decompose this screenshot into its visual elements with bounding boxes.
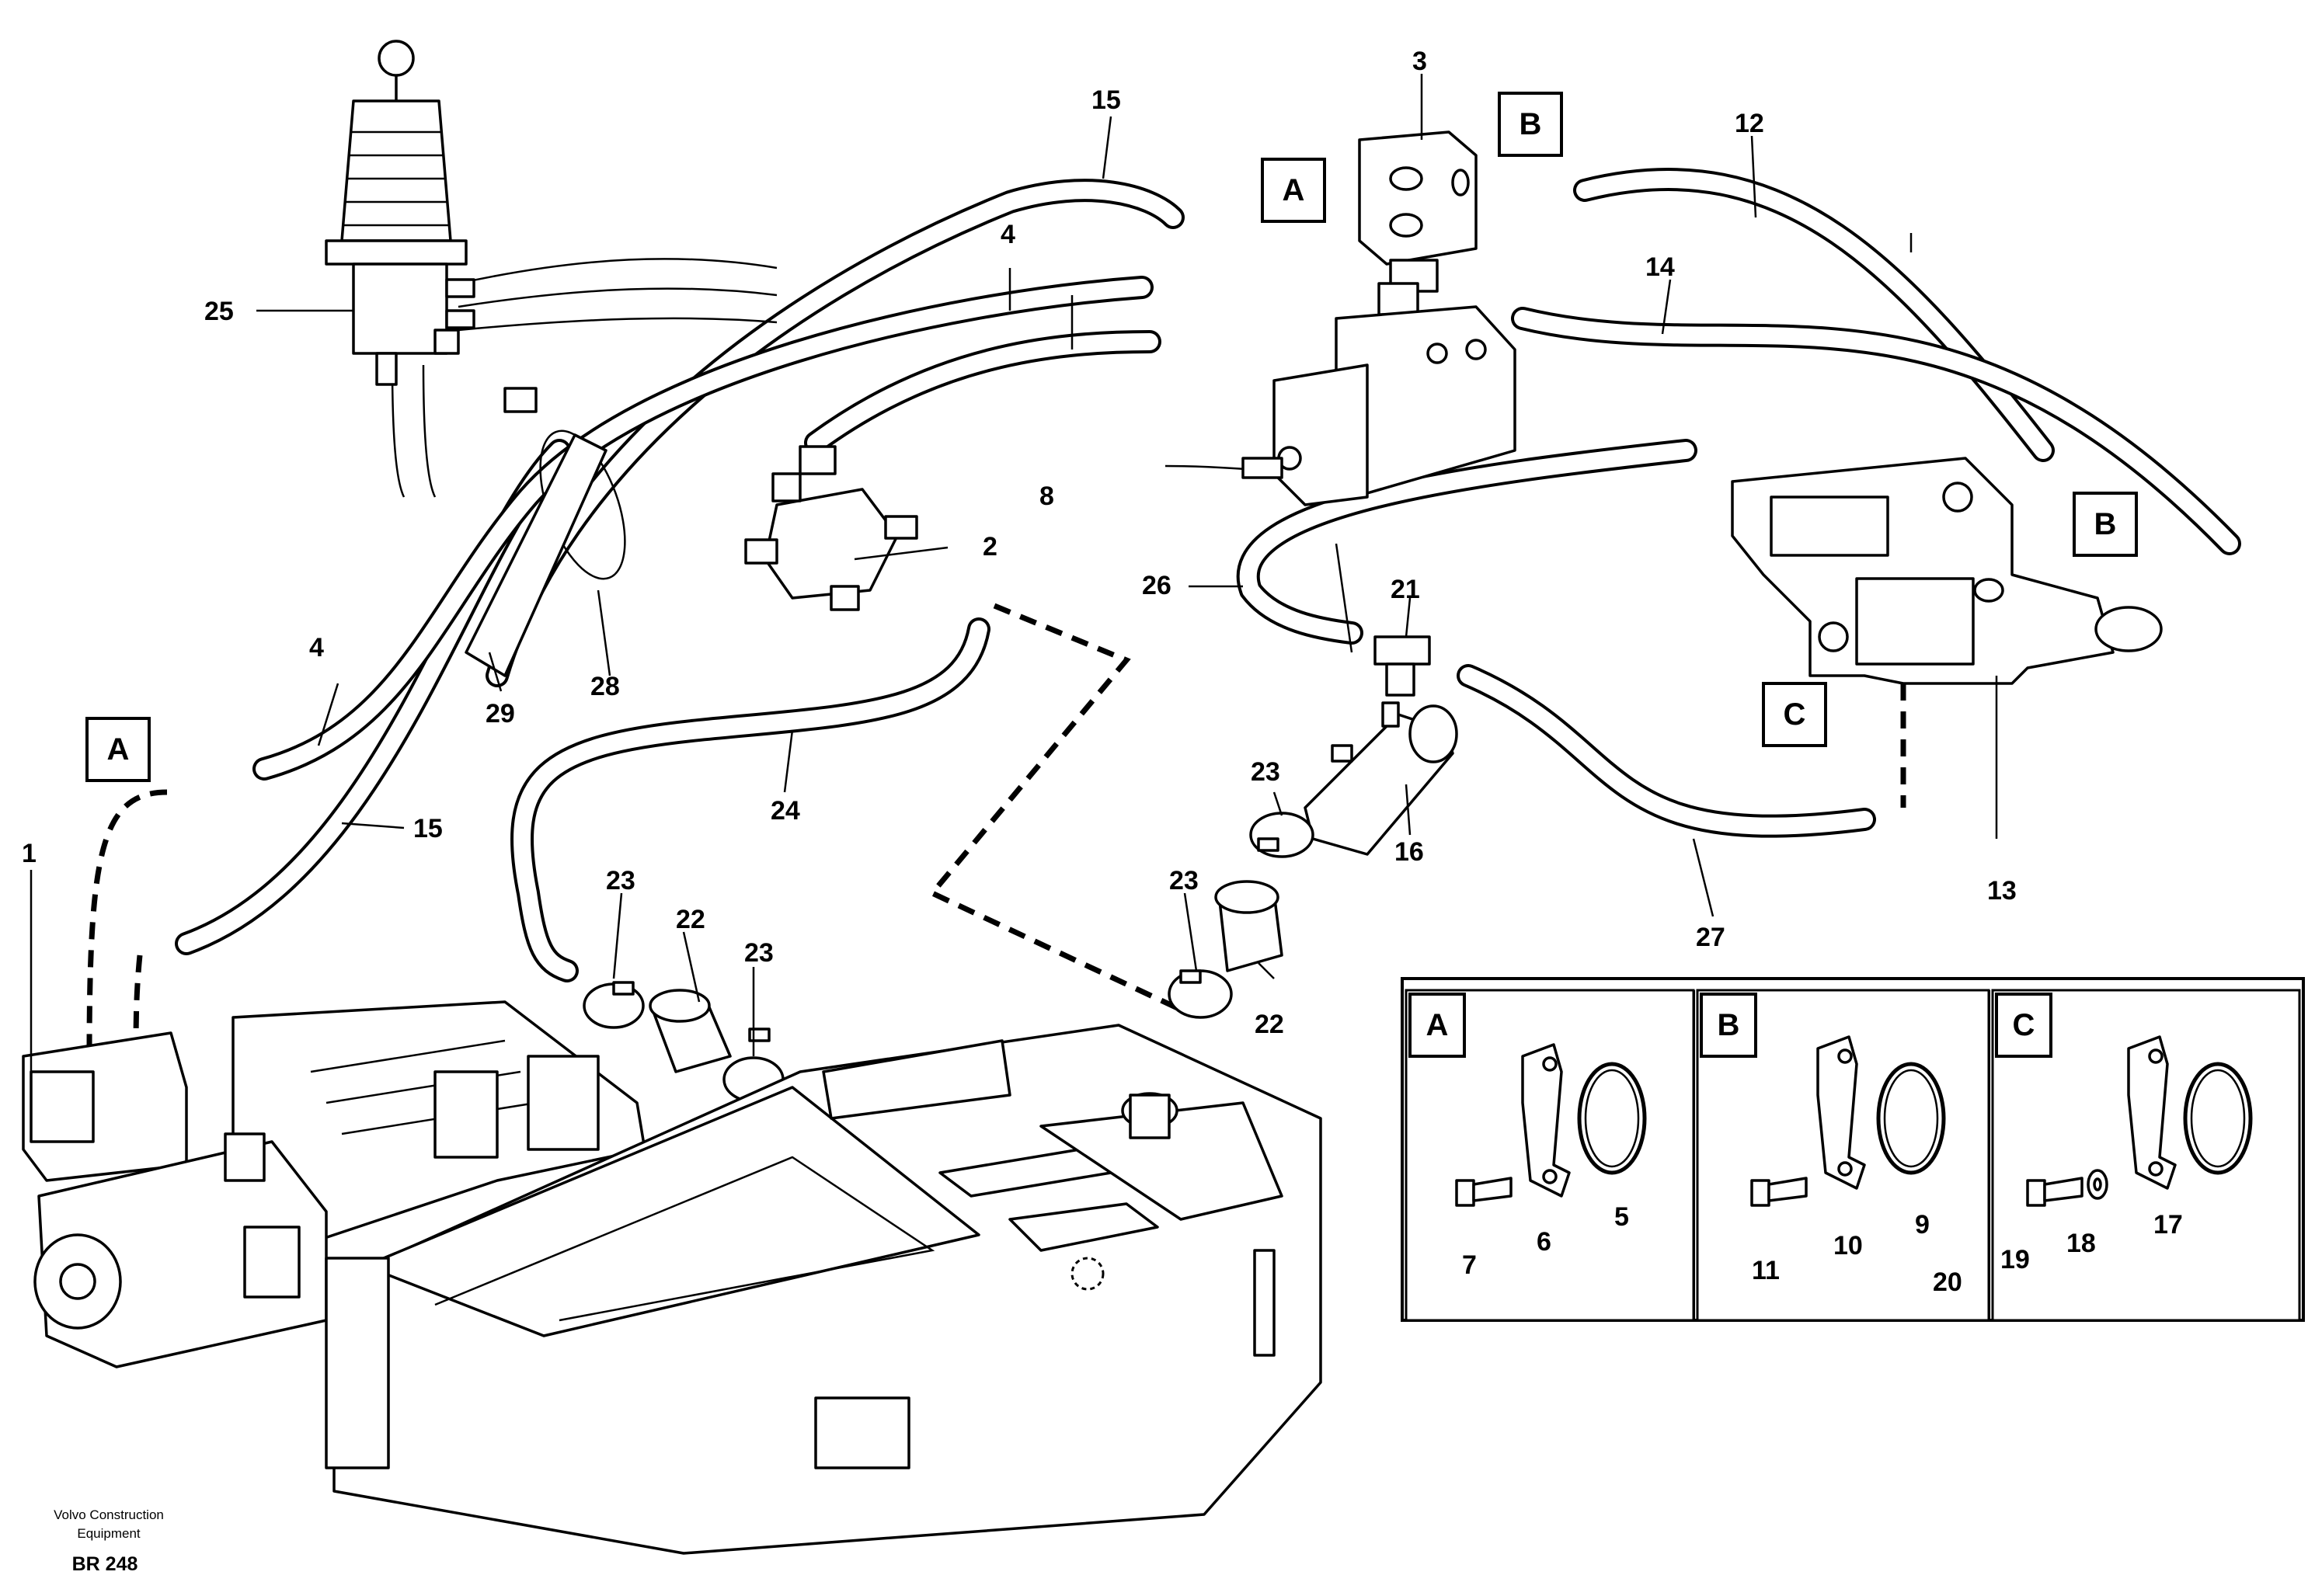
callout-18: 18 (2066, 1229, 2096, 1258)
callout-26: 26 (1142, 571, 1171, 600)
callout-24: 24 (771, 796, 800, 826)
svg-text:B: B (1520, 107, 1542, 141)
screw-20 (2026, 1177, 2084, 1207)
callout-1: 1 (22, 839, 37, 868)
hose-14 (1511, 307, 2241, 555)
callout-4-top: 4 (1001, 220, 1015, 249)
sleeve-22-left (649, 989, 732, 1073)
callout-22-right: 22 (1255, 1010, 1284, 1039)
callout-23-right: 23 (1169, 866, 1199, 895)
callout-9: 9 (1915, 1210, 1930, 1240)
company-name: Volvo Construction (54, 1507, 164, 1522)
hose-26 (1237, 439, 1697, 645)
tee-21 (1373, 635, 1431, 697)
hose-12 (1573, 168, 2055, 462)
callout-23-upper: 23 (1251, 757, 1280, 787)
panel-a-tab (1408, 993, 1466, 1058)
pipe-16 (1304, 701, 1458, 856)
panel-c-tab (1995, 993, 2052, 1058)
callout-6: 6 (1537, 1227, 1551, 1257)
callout-13: 13 (1987, 876, 2017, 906)
joystick-25 (325, 40, 475, 386)
clamp-23-right (1168, 969, 1233, 1019)
pilot-valve-3 (1358, 130, 1478, 316)
connection-marker-a-top: A (1261, 158, 1326, 223)
valve-2 (744, 445, 918, 611)
screw-11 (1750, 1177, 1808, 1207)
callout-20: 20 (1933, 1267, 1962, 1297)
callout-23-left: 23 (606, 866, 635, 895)
footer: Volvo Construction Equipment BR 248 (54, 1507, 164, 1575)
company-suffix: Equipment (77, 1526, 141, 1541)
panel-a-label: A (1426, 1008, 1449, 1042)
dashed-link-24 (928, 603, 1182, 1013)
brake-valve (1241, 305, 1516, 506)
connection-marker-a-left: A (85, 717, 151, 782)
callout-27: 27 (1696, 923, 1725, 952)
washer-19 (2087, 1169, 2108, 1200)
connection-marker-b-right: B (2073, 492, 2138, 557)
callout-19: 19 (2000, 1245, 2030, 1274)
flange-half-18 (2127, 1035, 2177, 1190)
callout-3: 3 (1412, 47, 1427, 76)
callout-11: 11 (1752, 1256, 1780, 1285)
callout-7: 7 (1462, 1250, 1477, 1280)
hose-8 (804, 330, 1161, 454)
screw-7 (1455, 1177, 1513, 1207)
hose-4 (252, 276, 1154, 781)
svg-text:A: A (107, 732, 130, 767)
hose-27 (1457, 664, 1876, 838)
clamp-23-upper (1249, 812, 1314, 858)
callout-14: 14 (1645, 252, 1675, 282)
flange-half-10 (1816, 1035, 1866, 1190)
callout-29: 29 (486, 699, 515, 728)
callout-17: 17 (2153, 1210, 2183, 1240)
callout-8: 8 (1039, 482, 1054, 511)
callout-4-left: 4 (309, 633, 324, 662)
clamp-23-left (583, 981, 645, 1029)
drawing-code: BR 248 (72, 1553, 138, 1575)
svg-text:B: B (2094, 507, 2117, 541)
valve-13 (1731, 457, 2163, 685)
callout-16: 16 (1394, 837, 1424, 867)
callout-15-left: 15 (413, 814, 443, 843)
connection-marker-c: C (1762, 682, 1827, 747)
callout-22-left: 22 (676, 905, 705, 934)
background-hoses (391, 258, 1306, 498)
dashed-link-a-left (86, 789, 168, 1057)
callout-5: 5 (1614, 1202, 1629, 1232)
detail-panels: A B C (1401, 977, 2305, 1322)
callout-15-top: 15 (1091, 85, 1121, 115)
o-ring-5 (1577, 1062, 1647, 1175)
o-ring-17 (2183, 1062, 2253, 1175)
callout-2: 2 (983, 532, 997, 562)
panel-b-tab (1700, 993, 1757, 1058)
hydraulic-tank (325, 1024, 1322, 1555)
connection-marker-b-top: B (1498, 92, 1563, 157)
callout-28: 28 (590, 672, 620, 701)
sleeve-22-right (1214, 880, 1283, 972)
protective-sleeve-29 (465, 433, 607, 677)
callout-21: 21 (1391, 575, 1420, 604)
svg-text:C: C (1784, 697, 1806, 732)
flange-half-6 (1521, 1043, 1571, 1198)
svg-text:A: A (1283, 173, 1305, 207)
panel-b-label: B (1718, 1008, 1740, 1042)
callout-10: 10 (1833, 1231, 1863, 1260)
callout-25: 25 (204, 297, 234, 326)
callout-numbers: 1 2 3 4 4 5 6 7 8 9 10 11 12 13 14 15 15… (22, 47, 2183, 1297)
pump-assembly-1 (22, 1000, 646, 1368)
pipe-24 (510, 617, 990, 982)
o-ring-9 (1876, 1062, 1946, 1175)
callout-12: 12 (1735, 109, 1764, 138)
callout-23-middle: 23 (744, 938, 774, 968)
panel-c-label: C (2013, 1008, 2035, 1042)
